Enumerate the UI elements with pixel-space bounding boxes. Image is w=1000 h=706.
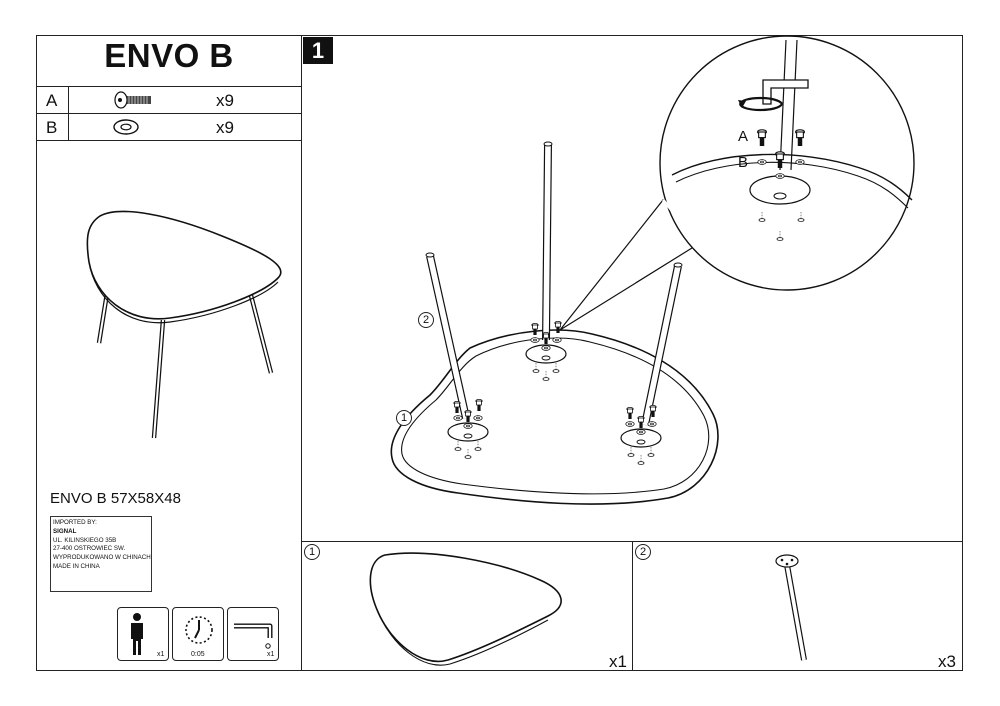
part-qty-a: x9 — [216, 91, 234, 110]
part-qty-b: x9 — [216, 118, 234, 137]
step-number: 1 — [303, 37, 333, 64]
rotation-arrow-icon — [738, 96, 783, 112]
importer-line: IMPORTED BY: — [53, 519, 97, 526]
leg-center — [542, 141, 553, 341]
importer-line: 27-400 OSTROWIEC SW. — [53, 545, 126, 553]
mount-center — [525, 320, 567, 381]
callout-label-b: B — [738, 154, 749, 171]
page-frame — [36, 35, 963, 671]
clock-icon — [185, 616, 213, 644]
tool-requirement-box: x1 — [227, 607, 279, 661]
leg-right — [641, 262, 683, 426]
importer-line: WYPRODUKOWANO W CHINACH — [53, 554, 151, 562]
mount-right — [620, 404, 662, 465]
importer-name: SIGNAL — [53, 527, 77, 535]
bolt-icon — [114, 91, 151, 109]
product-title: ENVO B — [104, 37, 234, 74]
detail-callout — [559, 35, 915, 331]
component-leg-illustration — [775, 554, 807, 661]
component-qty-leg: x3 — [938, 652, 956, 671]
leg-left — [425, 252, 470, 419]
person-qty: x1 — [157, 651, 165, 658]
column-divider — [301, 35, 303, 671]
allen-key-icon — [234, 623, 273, 649]
component-qty-tabletop: x1 — [609, 652, 627, 671]
importer-line: UL. KILINSKIEGO 35B — [53, 536, 117, 544]
callout-number-leg: 2 — [418, 312, 434, 328]
parts-letter-divider — [68, 86, 70, 141]
component-tabletop-illustration — [369, 552, 562, 666]
part-row-divider — [36, 113, 302, 115]
components-split — [632, 541, 634, 671]
person-requirement-box: x1 — [117, 607, 169, 661]
allen-key-detail — [762, 79, 809, 105]
mount-left — [447, 398, 489, 459]
component-number-tabletop: 1 — [304, 544, 320, 560]
time-requirement-box: 0:05 — [172, 607, 224, 661]
title-divider — [36, 86, 302, 88]
component-number-leg: 2 — [635, 544, 651, 560]
product-dimensions: ENVO B 57X58X48 — [50, 490, 181, 507]
person-icon — [131, 613, 143, 655]
callout-label-a: A — [738, 128, 749, 145]
table-preview-illustration — [86, 210, 282, 439]
part-letter-b: B — [46, 118, 58, 137]
tabletop-main — [390, 329, 719, 505]
time-value: 0:05 — [191, 651, 205, 658]
tool-qty: x1 — [267, 651, 275, 658]
parts-table-bottom — [36, 140, 302, 142]
callout-number-tabletop: 1 — [396, 410, 412, 426]
washer-icon — [113, 119, 139, 135]
part-letter-a: A — [46, 91, 58, 110]
importer-line: MADE IN CHINA — [53, 562, 100, 570]
importer-box: IMPORTED BY: SIGNAL UL. KILINSKIEGO 35B … — [50, 516, 152, 592]
